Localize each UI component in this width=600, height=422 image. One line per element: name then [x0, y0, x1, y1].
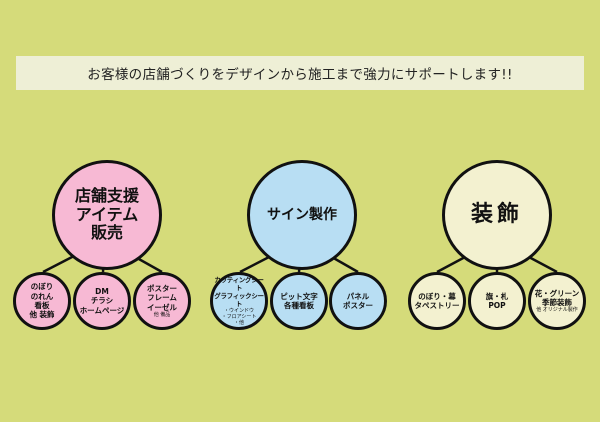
node-line: POP: [488, 301, 506, 310]
node-line: のれん: [30, 291, 54, 301]
node-line: 季節装飾: [542, 298, 572, 307]
poster-frame-easel-circle: ポスター フレーム イーゼル 他 備品: [133, 272, 191, 330]
node-line: タペストリー: [414, 301, 460, 310]
node-line: のぼり: [30, 282, 54, 292]
flags-pop-circle: 旗・札 POP: [468, 272, 526, 330]
node-note: ・他: [233, 320, 244, 327]
panel-poster-circle: パネル ポスター: [329, 272, 387, 330]
node-line: ピット文字: [280, 291, 318, 301]
node-note: ・ウインドウ: [223, 308, 254, 315]
dm-flyers-web-circle: DM チラシ ホームページ: [73, 272, 131, 330]
banners-signs-circle: のぼり のれん 看板 他 装飾: [13, 272, 71, 330]
cutting-sheet-circle: カッティングシート グラフィックシート ・ウインドウ ・フロアシート ・他: [210, 272, 268, 330]
node-line: パネル: [346, 291, 370, 301]
node-title-line: 装飾: [470, 202, 523, 228]
node-line: フレーム: [147, 293, 177, 303]
node-note: ・フロアシート: [221, 314, 257, 321]
node-title-line: アイテム: [75, 204, 139, 224]
banner-tapestry-circle: のぼり・幕 タペストリー: [408, 272, 466, 330]
node-line: チラシ: [90, 296, 114, 306]
node-title-line: サイン製作: [267, 206, 337, 223]
tagline-text: お客様の店舗づくりをデザインから施工まで強力にサポートします!!: [87, 67, 513, 83]
node-title-line: 販売: [90, 223, 123, 243]
node-title-line: 店舗支援: [74, 186, 139, 206]
store-support-items-circle: 店舗支援 アイテム 販売: [52, 160, 162, 270]
node-line: イーゼル: [147, 302, 177, 312]
decoration-circle: 装飾: [442, 160, 552, 270]
flowers-seasonal-circle: 花・グリーン 季節装飾 他 オリジナル製作: [528, 272, 586, 330]
node-line: ポスター: [147, 283, 177, 293]
node-line: 各種看板: [284, 301, 314, 310]
node-line: 看板: [34, 301, 50, 310]
node-line: 旗・札: [485, 291, 509, 301]
node-line: ポスター: [343, 301, 373, 310]
node-line: 他 装飾: [29, 310, 55, 320]
node-line: のぼり・幕: [418, 291, 456, 301]
tagline-banner: お客様の店舗づくりをデザインから施工まで強力にサポートします!!: [16, 56, 584, 90]
sign-production-circle: サイン製作: [247, 160, 357, 270]
node-note: 他 オリジナル製作: [536, 307, 578, 314]
node-line: カッティングシート: [214, 275, 264, 292]
node-line: 花・グリーン: [534, 288, 580, 298]
node-line: ホームページ: [79, 305, 125, 315]
node-note: 他 備品: [153, 312, 171, 319]
node-line: DM: [95, 286, 109, 296]
channel-letters-signs-circle: ピット文字 各種看板: [270, 272, 328, 330]
node-line: グラフィックシート: [214, 292, 264, 309]
